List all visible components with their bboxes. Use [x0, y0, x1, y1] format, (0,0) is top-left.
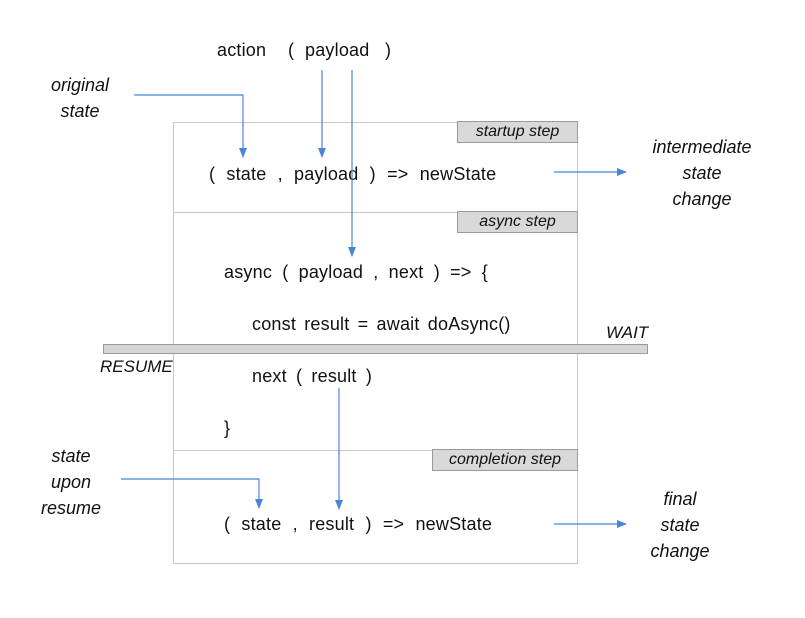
arrow-original-state	[134, 94, 247, 158]
async-closing-brace: }	[224, 418, 231, 438]
completion-step-tag: completion step	[432, 449, 578, 471]
action-label: action	[217, 40, 267, 60]
arrow-state-upon-resume	[121, 478, 263, 509]
action-close-paren: )	[385, 40, 392, 60]
async-step-tag: async step	[457, 211, 578, 233]
original-state-line-2: state	[60, 101, 100, 121]
startup-step-tag: startup step	[457, 121, 578, 143]
wait-resume-bar	[103, 344, 648, 354]
final-change-line-2: state	[660, 515, 700, 535]
resume-label: RESUME	[100, 357, 173, 376]
intermediate-change-line-2: state	[682, 163, 722, 183]
state-upon-resume-note: state upon resume	[21, 443, 121, 521]
final-change-line-3: change	[650, 541, 710, 561]
final-change-line-1: final	[663, 489, 697, 509]
async-completion-divider	[174, 450, 577, 451]
state-upon-resume-line-3: resume	[40, 498, 102, 518]
action-payload: payload	[305, 40, 370, 60]
final-change-note: final state change	[630, 486, 730, 564]
intermediate-change-line-1: intermediate	[652, 137, 752, 157]
original-state-line-1: original	[50, 75, 110, 95]
startup-async-divider	[174, 212, 577, 213]
intermediate-change-line-3: change	[672, 189, 732, 209]
completion-signature: ( state , result ) => newState	[224, 514, 493, 534]
next-call: next ( result )	[252, 366, 373, 386]
intermediate-change-note: intermediate state change	[640, 134, 764, 212]
original-state-note: original state	[30, 72, 130, 124]
async-signature: async ( payload , next ) => {	[224, 262, 488, 282]
action-open-paren: (	[288, 40, 295, 60]
await-statement: const result = await doAsync()	[252, 314, 511, 334]
state-upon-resume-line-2: upon	[50, 472, 92, 492]
steps-frame	[173, 122, 578, 564]
state-upon-resume-line-1: state	[51, 446, 91, 466]
wait-label: WAIT	[606, 323, 649, 342]
